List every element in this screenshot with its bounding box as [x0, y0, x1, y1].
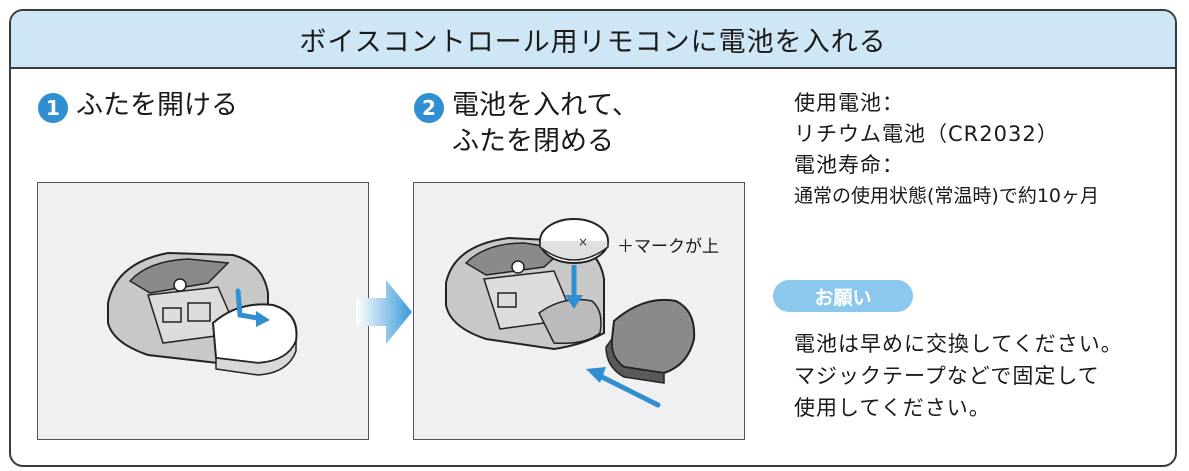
request-line-2: マジックテープなどで固定して: [794, 364, 1100, 388]
step-2-line-2: ふたを閉める: [452, 126, 614, 157]
request-note: 電池は早めに交換してください。 マジックテープなどで固定して 使用してください。: [794, 328, 1123, 424]
step-1-text: ふたを開ける: [76, 90, 238, 121]
step-1: 1 ふたを開ける: [38, 88, 238, 124]
svg-text:×: ×: [578, 235, 588, 249]
battery-type-label: 使用電池：: [794, 91, 904, 115]
request-line-3: 使用してください。: [794, 396, 991, 420]
illustration-open-cover: [37, 182, 369, 440]
next-step-arrow-icon: [356, 280, 412, 344]
request-badge: お願い: [773, 280, 913, 312]
step-number-1: 1: [38, 93, 68, 123]
remote-battery-illustration: ×: [445, 218, 696, 408]
step-number-2: 2: [414, 93, 444, 123]
battery-orientation-label: ＋マークが上: [617, 237, 719, 257]
illustration-insert-battery: ×: [413, 182, 745, 440]
battery-life-value: 通常の使用状態(常温時)で約10ヶ月: [794, 185, 1100, 207]
step-2-text: 電池を入れて、 ふたを閉める: [452, 88, 639, 160]
remote-open-illustration: [107, 251, 298, 376]
request-line-1: 電池は早めに交換してください。: [794, 332, 1123, 356]
battery-type-value: リチウム電池（CR2032）: [794, 122, 1059, 146]
battery-info: 使用電池： リチウム電池（CR2032） 電池寿命： 通常の使用状態(常温時)で…: [794, 88, 1099, 212]
step-2: 2 電池を入れて、 ふたを閉める: [414, 88, 639, 160]
page-title: ボイスコントロール用リモコンに電池を入れる: [11, 11, 1175, 69]
battery-life-label: 電池寿命：: [794, 153, 904, 177]
step-2-line-1: 電池を入れて、: [452, 90, 639, 121]
